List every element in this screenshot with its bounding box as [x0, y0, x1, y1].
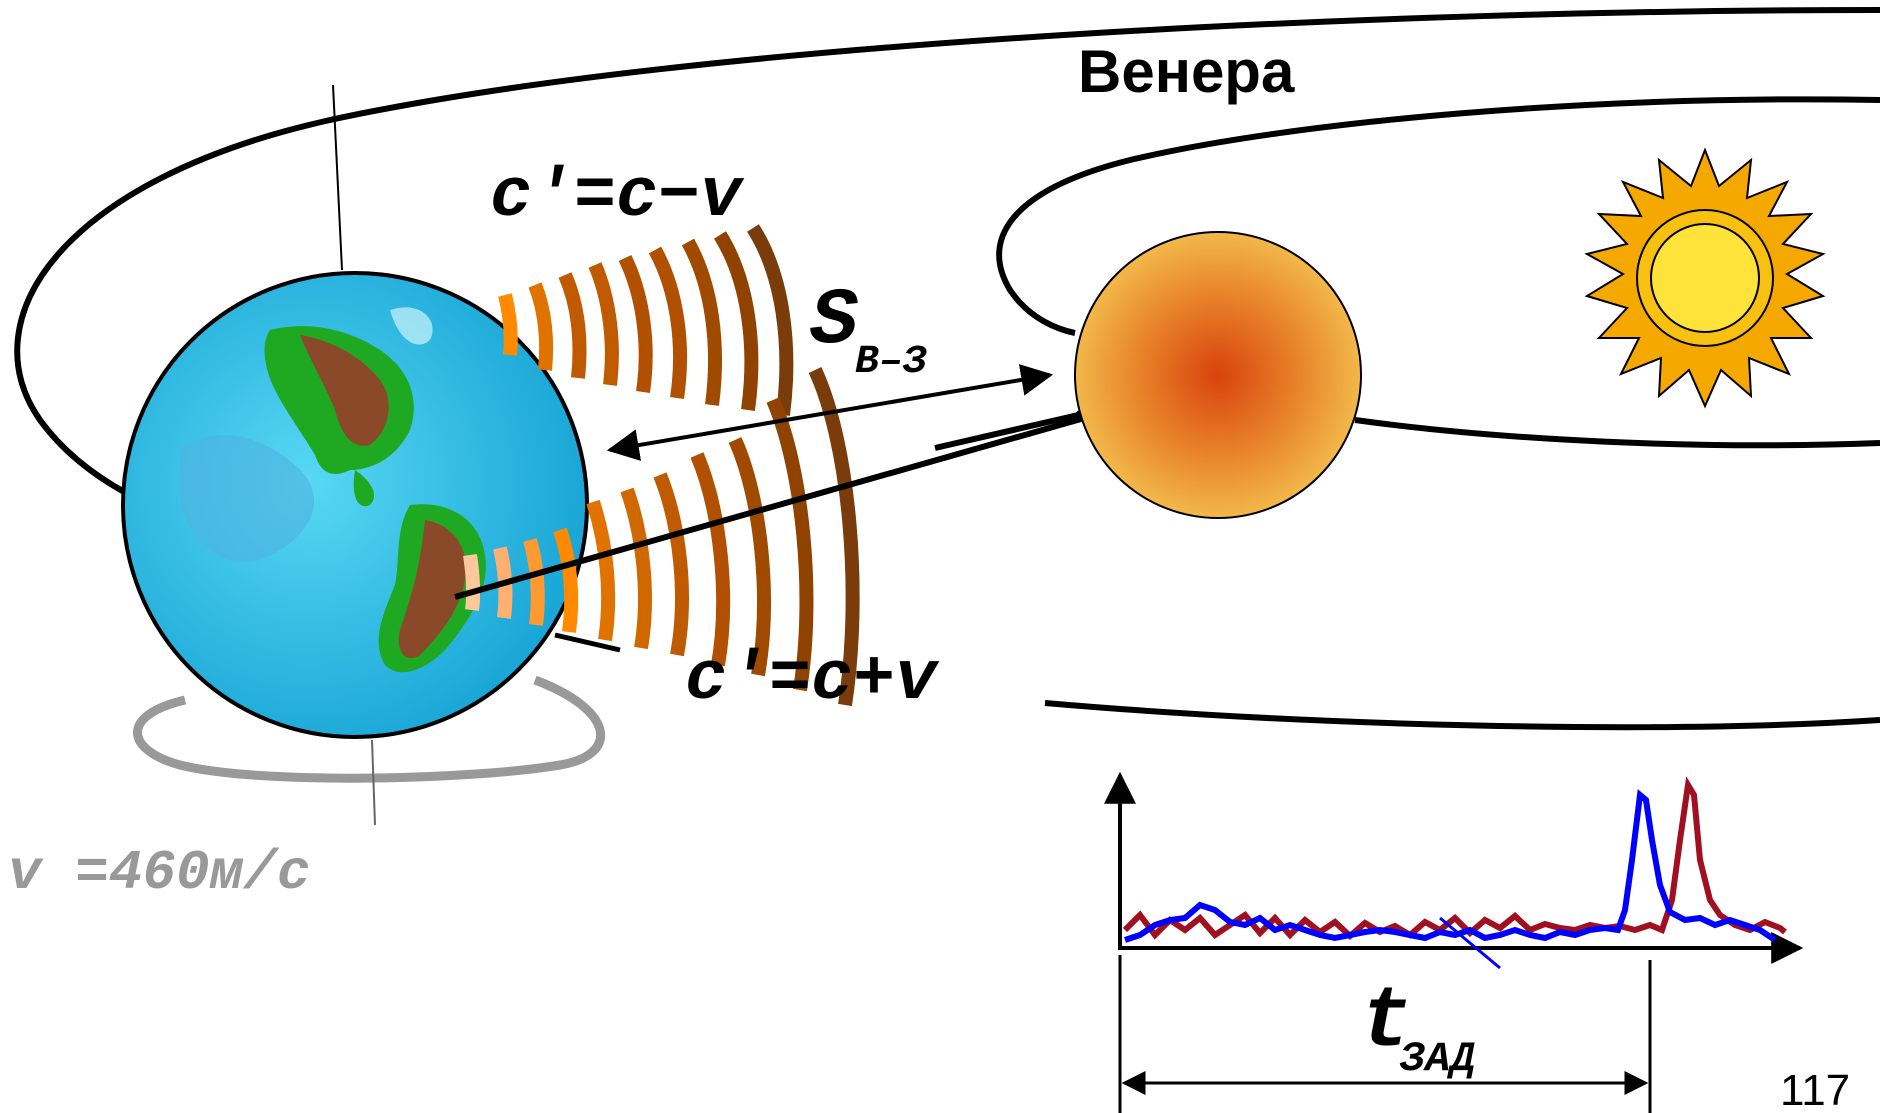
delay-subscript: ЗАД — [1399, 1035, 1476, 1083]
speed-plus-label: c′=c+v — [685, 641, 940, 720]
venus-orbit-lower — [1354, 417, 1880, 449]
earth-axis-top — [332, 84, 343, 271]
sun-icon — [1584, 147, 1826, 409]
signal-graph — [1104, 771, 1804, 1113]
distance-arrow — [606, 364, 1054, 461]
page-number: 117 — [1780, 1066, 1850, 1113]
earth-orbit-lower — [1044, 700, 1880, 731]
received-wave-group — [463, 367, 860, 707]
received-signal-trace — [1122, 776, 1787, 941]
rotation-speed-label: v =460м/с — [8, 841, 310, 905]
delay-label: t — [1360, 973, 1412, 1071]
venus-planet-icon — [1074, 231, 1362, 519]
earth-orbit — [14, 7, 1880, 508]
venus-label: Венера — [1078, 38, 1295, 105]
distance-label: S — [810, 276, 858, 367]
earth-axis-bottom — [371, 739, 376, 826]
earth-globe-icon — [121, 271, 589, 739]
venus-orbit — [996, 96, 1880, 336]
distance-subscript: В–З — [855, 340, 927, 385]
speed-minus-label: c′=c−v — [490, 158, 745, 237]
rotation-ring — [133, 675, 606, 783]
earth-edge-line — [554, 632, 621, 653]
sent-signal-tail — [1439, 916, 1501, 970]
sent-signal-trace — [1124, 789, 1777, 943]
